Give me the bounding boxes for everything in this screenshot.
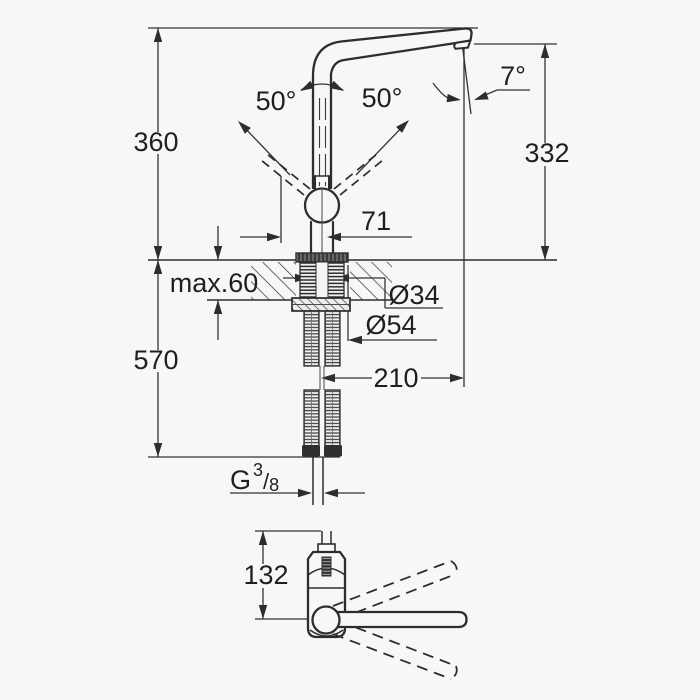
collar-sides	[314, 175, 330, 190]
arrowhead	[450, 373, 464, 383]
handle-lever	[330, 610, 468, 629]
supply-hose-left-upper	[303, 310, 320, 367]
thread-slash: /	[263, 469, 270, 494]
body-bottom-arc	[309, 629, 344, 637]
dim-shank-diameter-label: Ø34	[388, 280, 439, 310]
connection-pipe	[312, 456, 324, 505]
arrowhead	[446, 93, 462, 105]
arrowhead	[348, 335, 362, 345]
hose-fitting-left	[302, 445, 320, 457]
arrowhead	[213, 246, 223, 260]
dim-332-line	[474, 43, 557, 260]
handle-up-dashed	[332, 560, 457, 620]
dim-max-counter-label: max.60	[170, 268, 259, 298]
body-column	[309, 220, 335, 255]
handle-down-dashed	[332, 620, 457, 680]
arrowhead	[258, 531, 268, 545]
base-escutcheon	[295, 252, 349, 263]
handle-detail-view	[255, 530, 468, 680]
arrowhead	[472, 91, 489, 104]
supply-hose-right-upper	[324, 310, 341, 367]
dim-210-line	[335, 48, 465, 387]
arrowhead	[267, 232, 281, 242]
counter-hatch-right	[350, 262, 392, 300]
handle-down-cap	[450, 665, 458, 680]
dim-handle-height-label: 132	[243, 560, 288, 590]
counter-hatch-left	[251, 262, 296, 300]
dimension-labels: 360 570 max.60 71 50° 50° 7° 332 Ø34 Ø54…	[133, 61, 569, 590]
arrowhead	[213, 300, 223, 314]
dim-570-line	[148, 260, 340, 458]
handle-up-cap	[450, 560, 458, 575]
dim-swivel-left-label: 50°	[256, 86, 297, 116]
arrowhead	[153, 443, 163, 457]
arrowhead	[298, 488, 312, 498]
dim-dia34-leader	[283, 277, 443, 309]
hose-gap-lines	[319, 366, 325, 390]
thread-letter: G	[230, 465, 251, 495]
supply-hose-left-lower	[303, 389, 320, 448]
dim-overall-height-label: 360	[133, 127, 178, 157]
spout-outline	[311, 27, 473, 190]
thread-denominator: 8	[269, 475, 279, 495]
dim-hose-length-label: 570	[133, 345, 178, 375]
aerator-nozzle	[453, 39, 472, 50]
dim-71-line	[240, 176, 412, 243]
arrowhead	[540, 44, 550, 58]
arrowhead	[153, 28, 163, 42]
hose-fitting-right	[324, 445, 342, 457]
faucet-front-view	[260, 27, 473, 505]
arrowhead	[540, 246, 550, 260]
cartridge-stem	[321, 556, 332, 577]
outlet-axis-line	[461, 45, 472, 115]
riser-inner-hose	[318, 98, 327, 186]
swivel-spout-right-dashed	[333, 153, 384, 196]
dim-132-line	[255, 530, 321, 620]
dim-7deg-arc	[432, 82, 449, 99]
supply-hose-right-lower	[324, 389, 341, 448]
dim-outlet-angle-label: 7°	[500, 61, 526, 91]
dimension-lines	[148, 27, 557, 498]
arrowhead	[258, 605, 268, 619]
arrowhead	[324, 488, 338, 498]
stub-collar	[317, 543, 336, 553]
lever-hub	[311, 605, 341, 635]
dim-swivel-right-label: 50°	[362, 83, 403, 113]
arrowhead	[153, 260, 163, 274]
thread-numerator: 3	[253, 460, 263, 480]
dim-offset-label: 71	[361, 206, 391, 236]
swivel-spout-left-dashed	[260, 153, 311, 196]
stub-pipes	[321, 531, 332, 544]
arrowhead	[153, 246, 163, 260]
shank-center-channel	[315, 261, 329, 299]
dim-spout-height-label: 332	[524, 138, 569, 168]
dim-reach-label: 210	[373, 363, 418, 393]
dim-base-diameter-label: Ø54	[365, 310, 416, 340]
arrowhead	[321, 373, 335, 383]
swivel-leader-right	[355, 121, 408, 176]
